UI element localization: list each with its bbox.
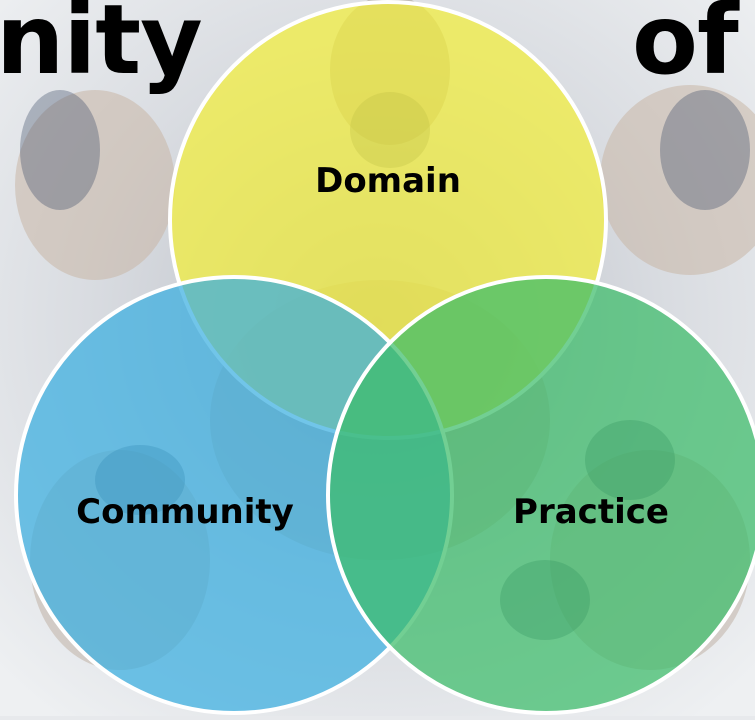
domain-label: Domain bbox=[315, 161, 461, 201]
community-label: Community bbox=[76, 492, 294, 532]
title-fragment-right: of bbox=[632, 0, 739, 96]
title-fragment-left: nity bbox=[0, 0, 203, 96]
practice-label: Practice bbox=[513, 492, 669, 532]
venn-circles bbox=[14, 0, 755, 715]
venn-labels: Domain Community Practice bbox=[76, 161, 669, 532]
practice-circle bbox=[326, 275, 755, 715]
